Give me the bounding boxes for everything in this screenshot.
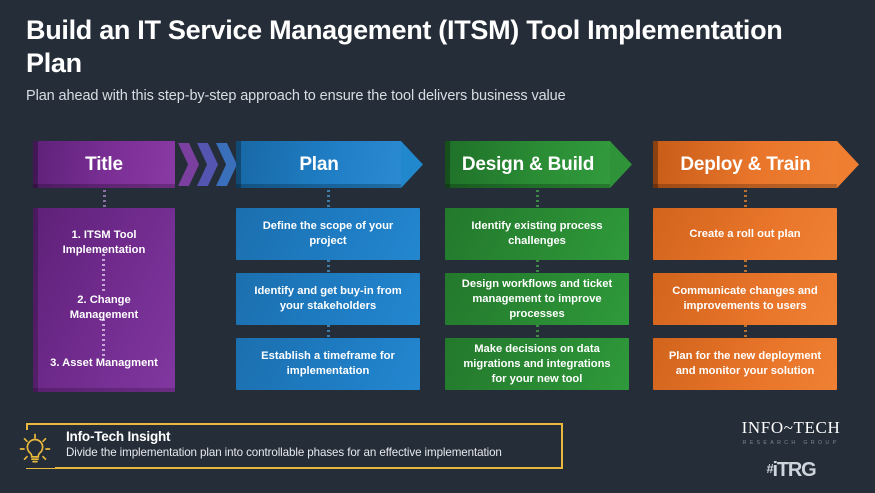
banner-bottom-shade-plan [236,184,401,188]
page-header: Build an IT Service Management (ITSM) To… [26,14,806,104]
connector-dots-deploy-1 [744,260,747,273]
itrg-text: iTRG [772,459,817,481]
connector-dots-plan-1 [327,260,330,273]
banner-fill-deploy [653,141,837,188]
phase-card-plan-3[interactable]: Establish a timeframe for implementation [236,338,420,390]
itrg-hash: # [766,461,773,476]
connector-dots-title-inner-1 [102,254,105,294]
phase-card-design-2[interactable]: Design workflows and ticket management t… [445,273,629,325]
phase-card-deploy-3[interactable]: Plan for the new deployment and monitor … [653,338,837,390]
title-item-2: 2. Change Management [69,294,139,321]
chevron-arrow-3 [216,143,237,186]
info-tech-logo: INFO~TECH [741,418,841,437]
page-subtitle: Plan ahead with this step-by-step approa… [26,88,566,105]
banner-edge-shade-title [33,141,38,188]
phase-banner-deploy[interactable]: Deploy & Train [653,141,859,188]
connector-dots-title-top [103,190,106,208]
phase-card-design-3[interactable]: Make decisions on data migrations and in… [445,338,629,390]
phase-card-design-1[interactable]: Identify existing process challenges [445,208,629,260]
phase-banner-title[interactable]: Title [33,141,175,188]
banner-bottom-shade-design [445,184,610,188]
banner-fill-design [445,141,610,188]
banner-edge-shade-plan [236,141,241,188]
banner-bottom-shade-title [33,184,175,188]
phase-card-deploy-1[interactable]: Create a roll out plan [653,208,837,260]
page-title: Build an IT Service Management (ITSM) To… [26,15,783,78]
title-item-1: 1. ITSM Tool Implementation [62,229,146,256]
phase-banner-row: Title Plan Design & Build Deploy & Train [0,141,875,190]
phase-banner-plan[interactable]: Plan [236,141,423,188]
chevron-arrow-1 [178,143,199,186]
connector-dots-title-inner-2 [102,319,105,357]
logo-area: INFO~TECH RESEARCH GROUP #iTRG [729,418,853,482]
phase-card-deploy-2[interactable]: Communicate changes and improvements to … [653,273,837,325]
insight-title: Info-Tech Insight [66,429,171,444]
phase-card-text-deploy-1: Create a roll out plan [689,227,801,240]
phase-column-title-block[interactable]: 1. ITSM Tool Implementation 2. Change Ma… [33,208,175,392]
connector-dots-design-2 [536,325,539,338]
title-item-3: 3. Asset Managment [50,357,158,369]
phase-card-plan-2[interactable]: Identify and get buy-in from your stakeh… [236,273,420,325]
phase-card-text-deploy-3: Plan for the new deployment and monitor … [668,350,822,377]
phase-card-text-design-3: Make decisions on data migrations and in… [463,342,611,385]
banner-edge-shade-design [445,141,450,188]
insight-text-wrap: Info-Tech Insight Divide the implementat… [66,429,558,459]
phase-card-text-design-1: Identify existing process challenges [471,220,603,247]
phase-banner-label-title: Title [85,153,123,175]
phase-banner-label-design: Design & Build [461,153,595,175]
phase-card-plan-1[interactable]: Define the scope of your project [236,208,420,260]
connector-dots-deploy-2 [744,325,747,338]
banner-fill-title [33,141,175,188]
banner-edge-shade-deploy [653,141,658,188]
banner-bottom-shade-deploy [653,184,837,188]
insight-body: Divide the implementation plan into cont… [66,446,502,459]
phase-card-text-plan-1: Define the scope of your project [262,220,394,247]
connector-dots-design-top [536,190,539,208]
info-tech-logo-subtitle: RESEARCH GROUP [742,440,840,446]
lightbulb-icon [15,430,55,468]
phase-banner-label-plan: Plan [299,153,339,175]
connector-dots-plan-top [327,190,330,208]
connector-dots-deploy-top [744,190,747,208]
phase-card-text-plan-2: Identify and get buy-in from your stakeh… [254,285,402,312]
phase-banner-design[interactable]: Design & Build [445,141,632,188]
connector-dots-plan-2 [327,325,330,338]
phase-card-text-deploy-2: Communicate changes and improvements to … [672,285,818,312]
phase-banner-label-deploy: Deploy & Train [680,153,811,175]
phase-card-text-plan-3: Establish a timeframe for implementation [261,350,395,377]
itrg-logo: #iTRG [729,459,853,482]
banner-fill-plan [236,141,401,188]
info-tech-insight-box: Info-Tech Insight Divide the implementat… [15,423,563,469]
connector-dots-design-1 [536,260,539,273]
phase-card-text-design-2: Design workflows and ticket management t… [461,277,613,320]
chevron-arrow-2 [197,143,218,186]
